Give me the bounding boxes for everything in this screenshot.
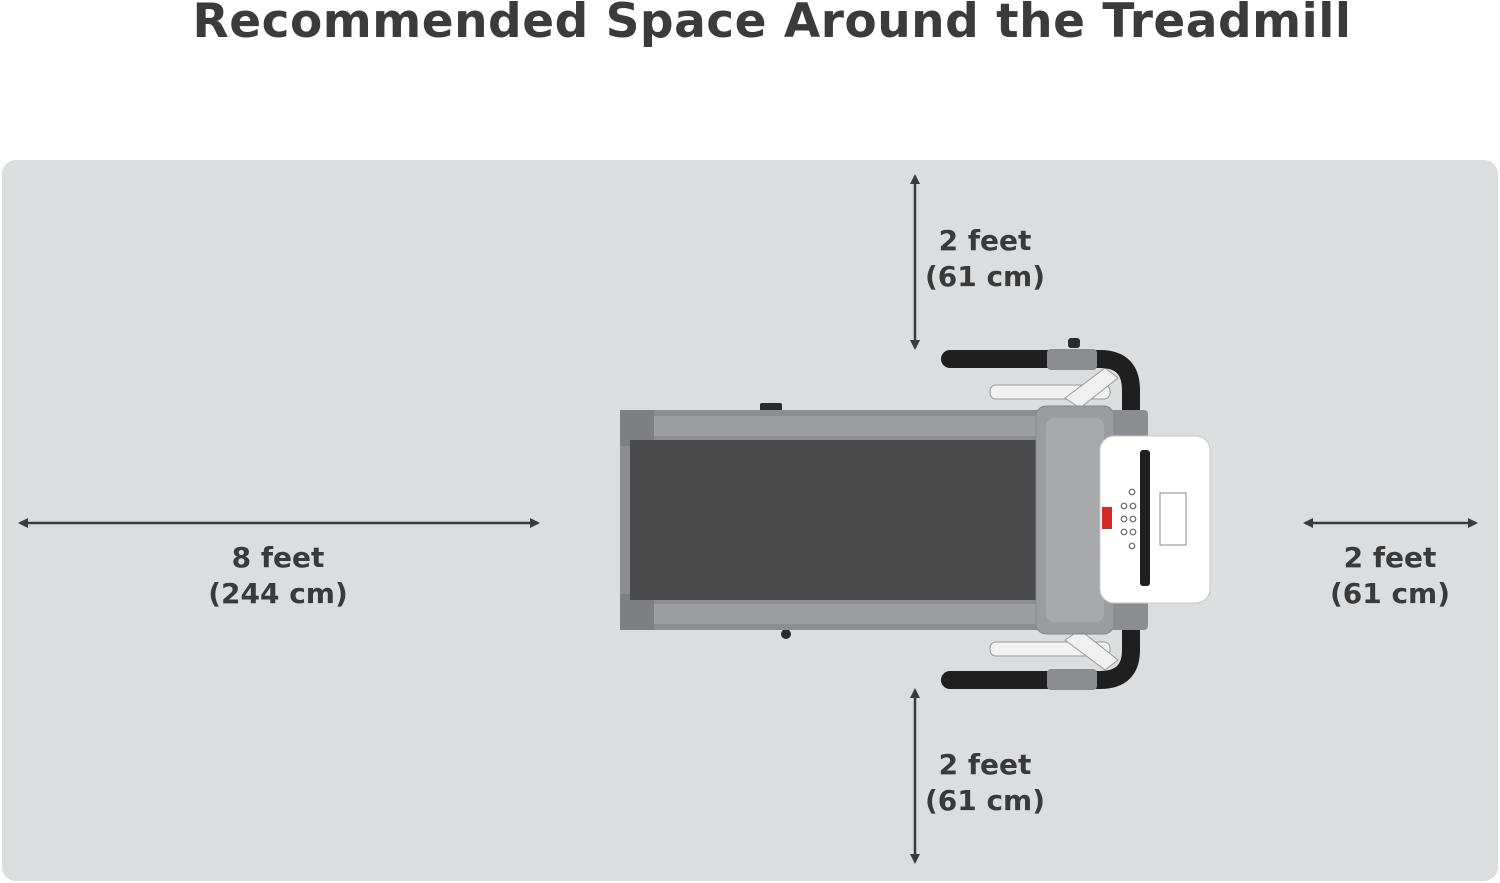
bottom-clearance-label: 2 feet (61 cm): [924, 748, 1046, 817]
page-title: Recommended Space Around the Treadmill: [192, 0, 1352, 49]
console: [1099, 435, 1211, 604]
front-clearance-label: 2 feet (61 cm): [1329, 541, 1451, 610]
rear-clearance-label: 8 feet (244 cm): [208, 541, 348, 610]
console-display: [1159, 492, 1187, 546]
emergency-stop-button: [1102, 507, 1112, 529]
running-belt: [630, 440, 1040, 600]
top-clearance-label: 2 feet (61 cm): [924, 224, 1046, 293]
treadmill-illustration: [620, 338, 1211, 690]
